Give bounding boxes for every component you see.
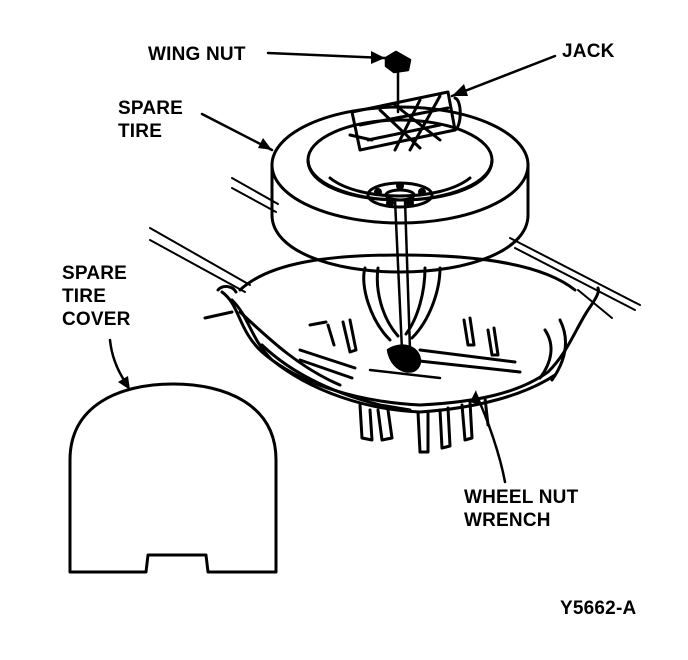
- trunk-floor-lines: [149, 177, 641, 319]
- wing-nut-shape: [384, 50, 412, 114]
- label-jack: JACK: [562, 41, 615, 62]
- spare-tire-shape: [270, 105, 530, 274]
- label-spare-tire-cover: SPARE TIRE COVER: [62, 263, 131, 330]
- spare-tire-well: [203, 253, 600, 454]
- label-spare-tire: SPARE TIRE: [118, 98, 184, 142]
- arrowheads: [118, 51, 480, 405]
- label-wing-nut: WING NUT: [148, 44, 246, 65]
- spare-tire-cover-shape: [68, 382, 278, 574]
- center-retainer: [368, 198, 442, 380]
- figure-code: Y5662-A: [560, 598, 637, 619]
- label-wheel-nut-wrench: WHEEL NUT WRENCH: [464, 487, 579, 531]
- jack-shape: [348, 90, 462, 152]
- leader-lines: [108, 51, 557, 484]
